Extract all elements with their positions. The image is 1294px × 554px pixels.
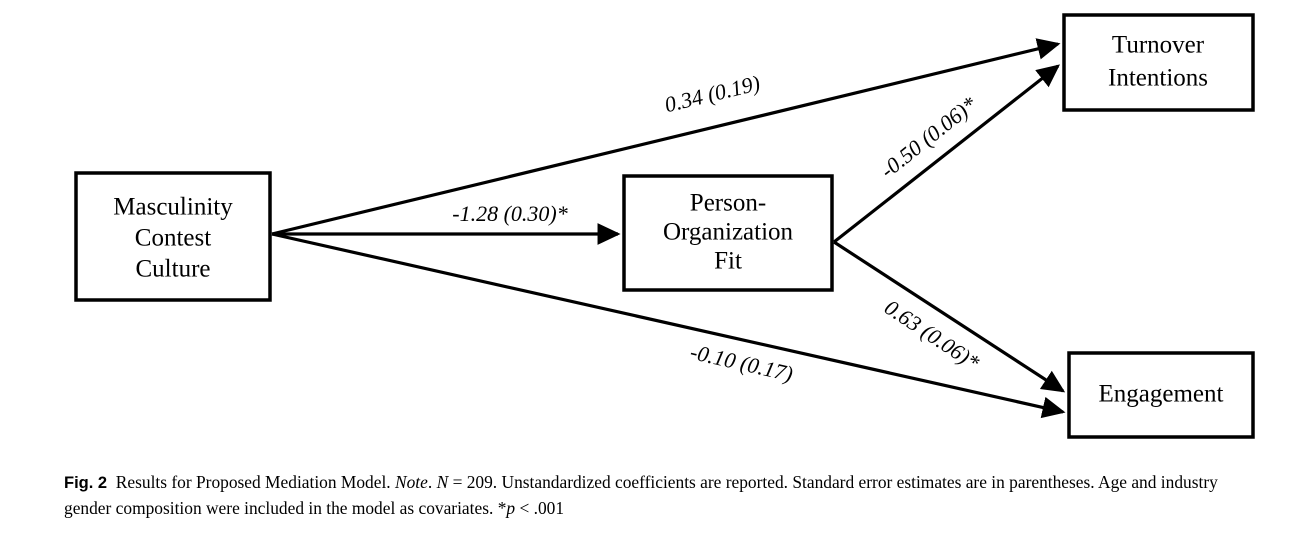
node-label-turnover-line-2: Intentions (1108, 65, 1208, 92)
node-turnover-intentions[interactable]: Turnover Intentions (1062, 13, 1255, 112)
node-label-pof-line-3: Fit (714, 248, 742, 275)
coefficient-label-mcc-to-pof: -1.28 (0.30)* (452, 201, 567, 226)
path-line-pof-to-engagement (833, 240, 1066, 393)
node-masculinity-contest-culture[interactable]: Masculinity Contest Culture (74, 171, 272, 302)
caption-significance-value: < .001 (519, 498, 565, 518)
node-label-mcc-line-3: Culture (136, 256, 211, 283)
caption-title: Results for Proposed Mediation Model. (115, 472, 391, 492)
path-line-mcc-to-engagement (271, 232, 1066, 419)
caption-n-symbol: N (436, 472, 449, 492)
node-box-pof (622, 174, 834, 292)
node-label-turnover-line-1: Turnover (1112, 32, 1205, 59)
caption-significance-p: p (506, 498, 516, 518)
node-label-engagement: Engagement (1099, 381, 1224, 408)
caption-note-label: Note (395, 472, 428, 492)
node-person-organization-fit[interactable]: Person- Organization Fit (622, 174, 834, 292)
caption-n-value: = 209. (452, 472, 498, 492)
path-line-mcc-to-turnover (271, 38, 1061, 236)
node-label-pof-line-2: Organization (663, 219, 794, 246)
node-box-mcc (74, 171, 272, 302)
coefficient-label-mcc-to-engagement: -0.10 (0.17) (688, 339, 795, 387)
node-label-pof-line-1: Person- (690, 190, 766, 217)
caption-note-punct: . (427, 472, 433, 492)
mediation-path-diagram: Masculinity Contest Culture Person- Orga… (74, 13, 1255, 439)
figure-caption: Fig. 2 Results for Proposed Mediation Mo… (64, 470, 1239, 521)
node-box-engagement (1067, 351, 1255, 439)
node-engagement[interactable]: Engagement (1067, 351, 1255, 439)
caption-significance-star: * (497, 498, 507, 518)
node-box-turnover (1062, 13, 1255, 112)
caption-figure-number: Fig. 2 (64, 474, 108, 492)
path-line-pof-to-turnover (833, 64, 1061, 244)
caption-body: Unstandardized coefficients are reported… (64, 472, 1218, 518)
node-label-mcc-line-2: Contest (135, 225, 211, 252)
coefficient-label-mcc-to-turnover: 0.34 (0.19) (662, 70, 762, 117)
node-label-mcc-line-1: Masculinity (113, 194, 233, 221)
